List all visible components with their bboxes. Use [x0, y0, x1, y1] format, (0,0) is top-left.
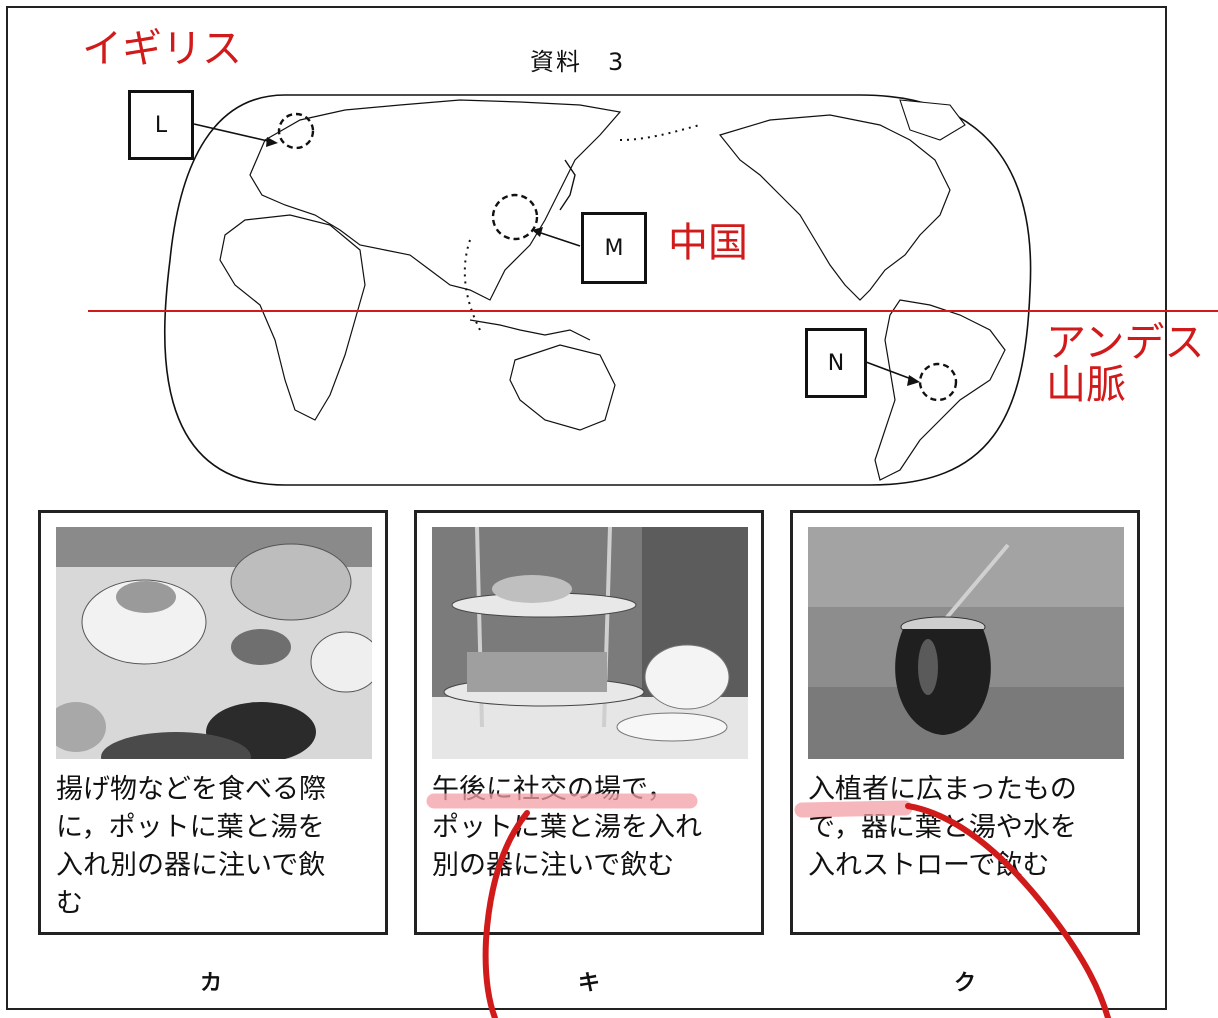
- arrowhead-l: [266, 137, 278, 147]
- arrowhead-n: [907, 375, 920, 386]
- landmass-japan: [559, 159, 576, 211]
- card-label-ku: ク: [954, 971, 977, 996]
- photo-mate-gourd: [808, 527, 1124, 759]
- arrow-m: [537, 231, 581, 247]
- annotation-andes-text: アンデス 山脈: [1046, 320, 1205, 408]
- card-label-ki: キ: [578, 971, 601, 996]
- photo-afternoon-tea: [432, 527, 748, 759]
- photo-dim-sum-image: [56, 527, 372, 759]
- card-ka-caption: 揚げ物などを食べる際 に，ポットに葉と湯を 入れ別の器に注いで飲 む: [56, 774, 326, 919]
- photo-afternoon-tea-image: [432, 527, 748, 759]
- red-curve-card-ki: [482, 810, 530, 1018]
- dotted-boundary: [619, 124, 701, 141]
- annotation-britain: イギリス: [82, 26, 242, 72]
- region-circle-m: [491, 193, 539, 241]
- annotation-andes: アンデス 山脈: [1046, 322, 1204, 406]
- annotation-china: 中国: [668, 220, 748, 266]
- landmass-north-america: [718, 114, 951, 301]
- landmass-greenland: [899, 99, 966, 141]
- page-title: 資料 3: [530, 48, 626, 76]
- photo-mate-gourd-image: [808, 527, 1124, 759]
- photo-dim-sum: [56, 527, 372, 759]
- landmass-south-america: [874, 299, 1006, 481]
- page-border: [6, 6, 1167, 1010]
- landmass-eurasia: [249, 99, 622, 301]
- arrowhead-m: [532, 227, 543, 237]
- marker-box-m: M: [581, 212, 647, 284]
- marker-box-l: L: [128, 90, 194, 160]
- card-ka: 揚げ物などを食べる際 に，ポットに葉と湯を 入れ別の器に注いで飲 む: [38, 510, 388, 935]
- card-label-ka: カ: [200, 971, 223, 996]
- red-curve-card-ku: [905, 803, 1111, 1018]
- arrow-n: [865, 361, 915, 381]
- landmass-africa: [219, 214, 366, 421]
- region-circle-n: [918, 362, 958, 402]
- landmass-indonesia: [469, 319, 591, 341]
- marker-box-n: N: [805, 328, 867, 398]
- arrow-l: [193, 123, 273, 143]
- region-circle-l: [277, 112, 315, 150]
- landmass-australia: [509, 344, 616, 431]
- highlight-nyushokusha: [794, 800, 913, 818]
